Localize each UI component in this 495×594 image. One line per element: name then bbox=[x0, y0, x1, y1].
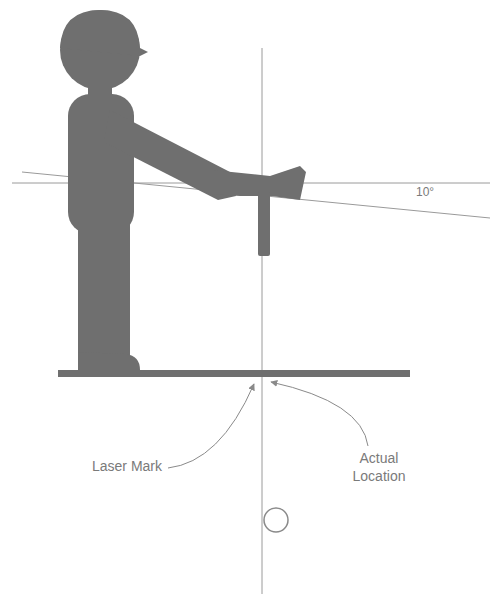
callout-label: Actual Location bbox=[346, 450, 412, 485]
leader-arrow bbox=[168, 384, 254, 468]
leader-arrow bbox=[271, 382, 368, 446]
callout-label: Laser Mark bbox=[92, 458, 162, 476]
person bbox=[60, 10, 236, 370]
laser-tool bbox=[212, 166, 306, 256]
floor bbox=[58, 370, 410, 377]
angle-label: 10° bbox=[416, 185, 434, 200]
target-circle bbox=[264, 508, 288, 532]
vertical-line bbox=[262, 48, 263, 594]
